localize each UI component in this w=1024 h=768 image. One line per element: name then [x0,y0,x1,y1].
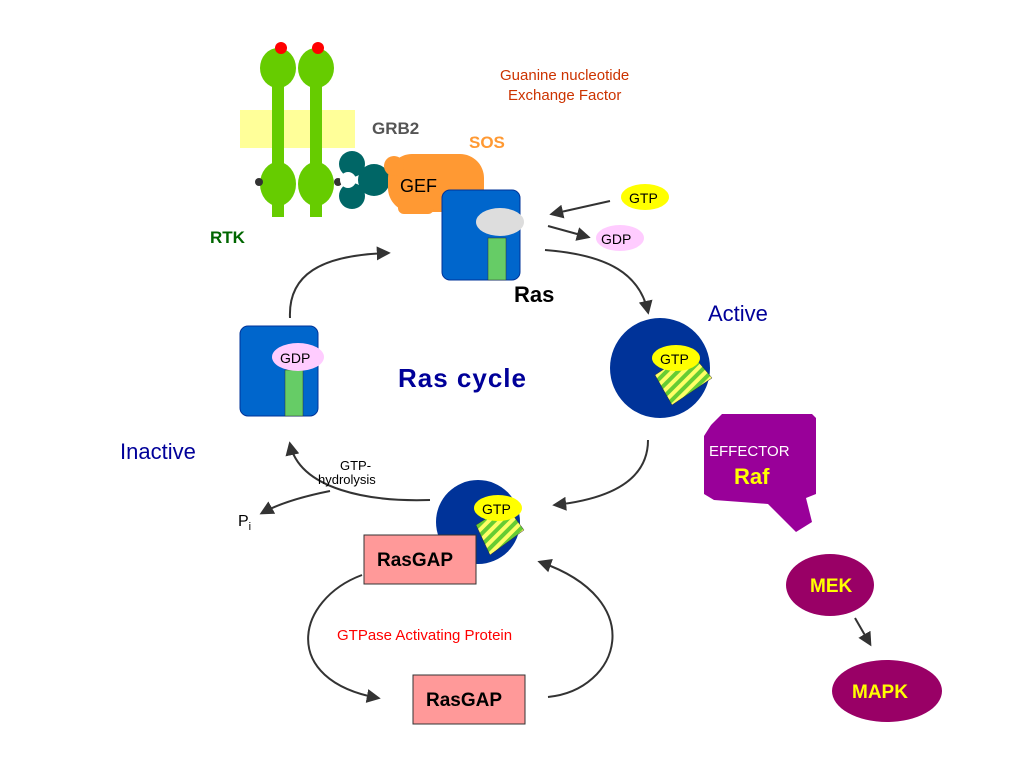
mapk-label: MAPK [852,682,908,703]
gtp-badge [621,184,669,210]
gdp-badge [596,225,644,251]
rtk-label: RTK [210,228,246,247]
sos-label: SOS [469,133,505,152]
ligand-dot [275,42,287,54]
mek-node [786,554,874,616]
arrow-to-active [544,249,653,315]
arrow-pi-release [259,490,331,515]
mek-label: MEK [810,576,853,597]
raf-label: Raf [734,464,770,489]
ras-cycle-title: Ras cycle [398,363,527,393]
arrow-gap-down [307,574,381,703]
gef-full-label-1: Guanine nucleotide [500,67,629,84]
ligand-dot [312,42,324,54]
rasgap-label-bottom: RasGAP [426,690,502,711]
gdp-badge-label: GDP [601,231,631,247]
mek-to-mapk-arrow [854,617,872,647]
ras-protein-inactive [239,325,324,417]
gdp-out-arrow [547,225,591,241]
mapk-node [832,660,942,722]
ras-protein-gef-bound [441,189,524,281]
phosphate-dot [255,178,263,186]
pi-label: Pi [238,513,251,533]
rasgap-box-top [363,534,477,585]
gtp-badge-label: GTP [629,190,658,206]
inactive-label: Inactive [120,439,196,464]
effector-label: EFFECTOR [709,443,790,460]
gtp-hydrolysis-label-2: hydrolysis [318,472,376,487]
gtp-in-arrow [549,200,611,219]
gap-full-label: GTPase Activating Protein [337,627,512,644]
gtp-active-label: GTP [660,351,689,367]
rasgap-label-top: RasGAP [377,550,453,571]
grb2-protein [339,151,390,209]
arrow-gap-up [537,559,614,698]
rasgap-box-bottom [412,674,526,725]
gtp-gap-label: GTP [482,501,511,517]
gtp-hydrolysis-label-1: GTP- [340,458,371,473]
active-label: Active [708,301,768,326]
arrow-inactive-to-gef [288,246,391,319]
gdp-inactive-label: GDP [280,350,310,366]
raf-effector [704,414,816,532]
cell-membrane [240,110,355,148]
ras-label: Ras [514,282,554,307]
rtk-receptor [255,42,342,217]
arrow-to-inactive [285,441,431,502]
ras-protein-active [610,318,713,418]
grb2-label: GRB2 [372,119,419,138]
arrow-active-to-gap [552,439,649,511]
gef-full-label-2: Exchange Factor [508,87,621,104]
gef-label: GEF [400,176,437,196]
